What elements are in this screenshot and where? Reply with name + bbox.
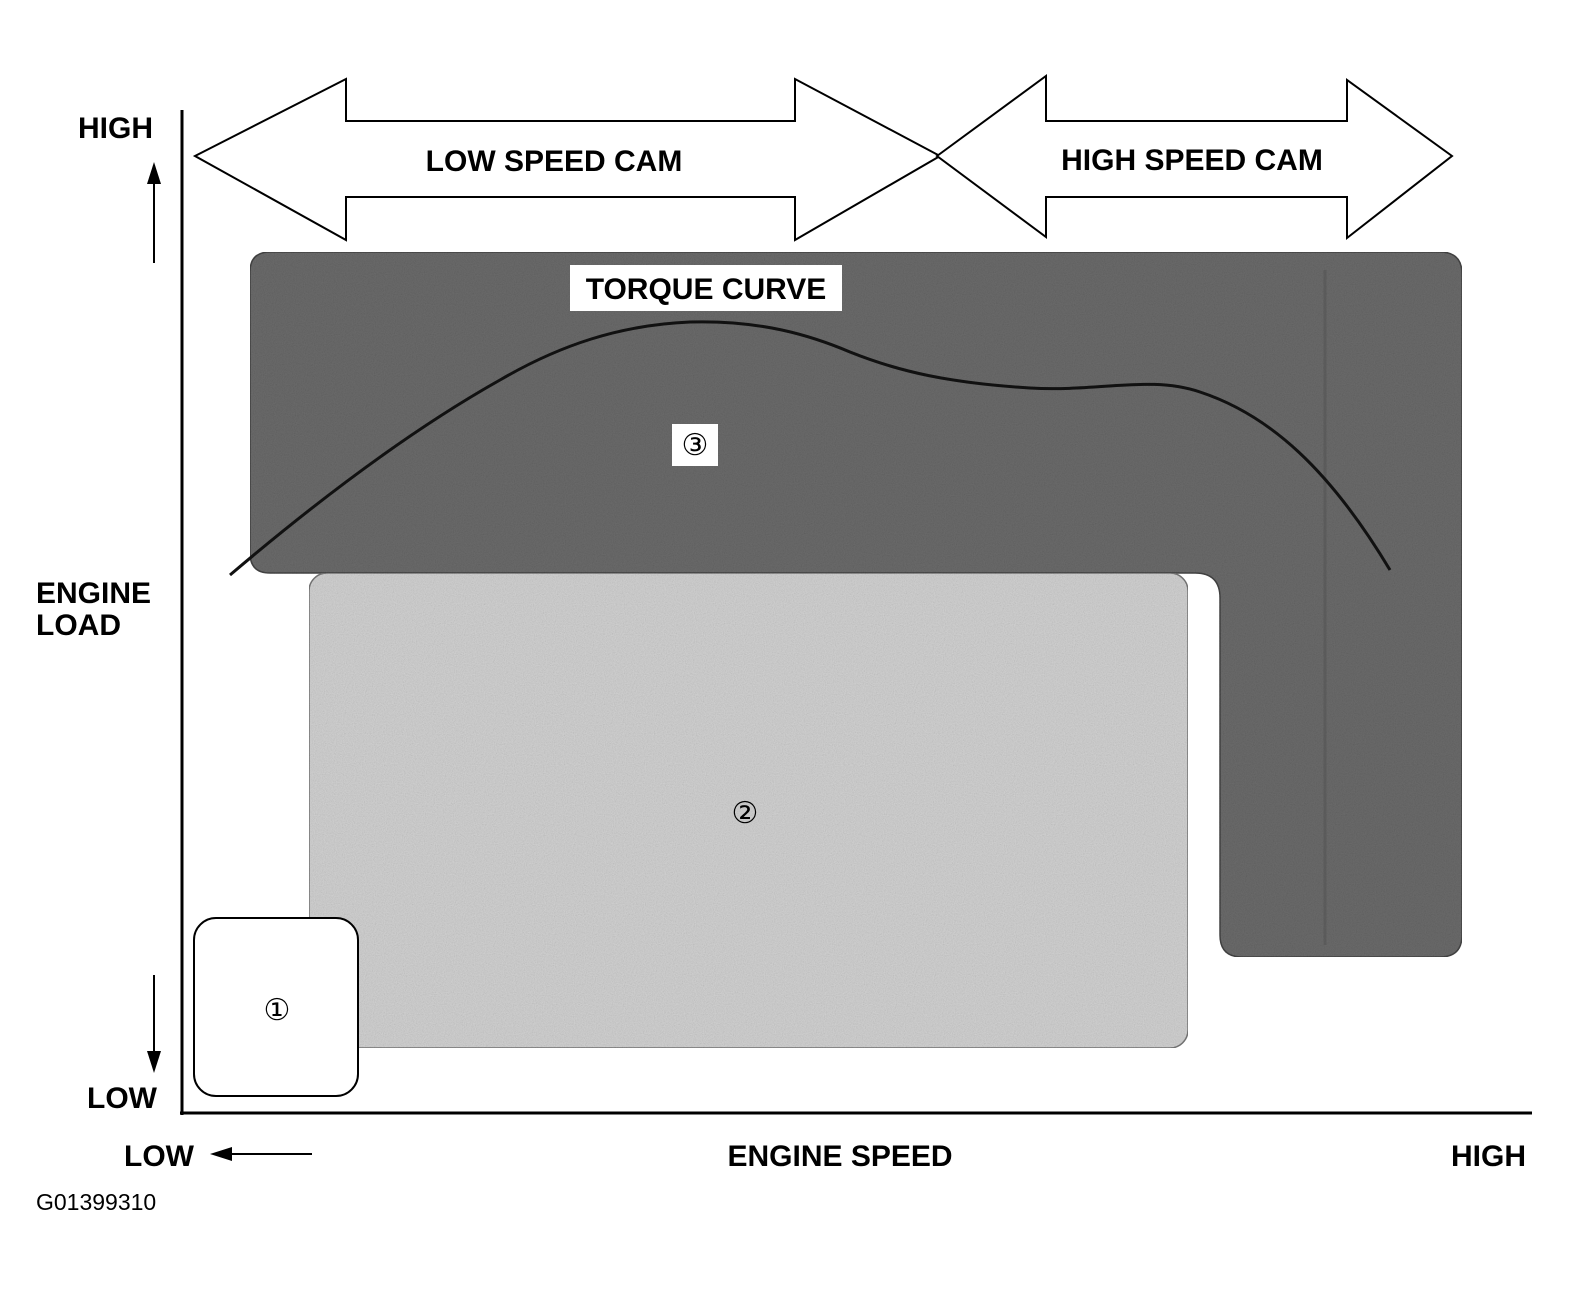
x-title: ENGINE SPEED bbox=[727, 1140, 952, 1173]
region-1-label: ① bbox=[264, 993, 291, 1028]
region-3-label: ③ bbox=[682, 428, 709, 463]
y-low-label: LOW bbox=[87, 1082, 158, 1115]
torque-curve-label-box bbox=[570, 265, 842, 311]
region-1 bbox=[193, 917, 359, 1097]
region-3-label-box bbox=[672, 424, 718, 466]
x-low-label: LOW bbox=[124, 1140, 195, 1173]
low-speed-cam-label: LOW SPEED CAM bbox=[426, 145, 683, 178]
y-title-line1: ENGINE bbox=[36, 577, 151, 610]
region-3 bbox=[249, 251, 1463, 958]
torque-curve-label: TORQUE CURVE bbox=[586, 273, 827, 306]
x-high-label: HIGH bbox=[1451, 1140, 1526, 1173]
y-low-arrow bbox=[147, 975, 161, 1073]
x-low-arrow bbox=[210, 1147, 312, 1161]
high-speed-cam-arrow bbox=[935, 74, 1454, 241]
high-speed-cam-label: HIGH SPEED CAM bbox=[1061, 144, 1323, 177]
y-title-line2: LOAD bbox=[36, 609, 121, 642]
region-2 bbox=[308, 572, 1189, 1049]
torque-curve bbox=[229, 320, 1392, 577]
figure-id: G01399310 bbox=[36, 1189, 156, 1215]
y-high-label: HIGH bbox=[78, 112, 153, 145]
y-high-arrow bbox=[147, 162, 161, 263]
region-2-label: ② bbox=[732, 796, 759, 831]
